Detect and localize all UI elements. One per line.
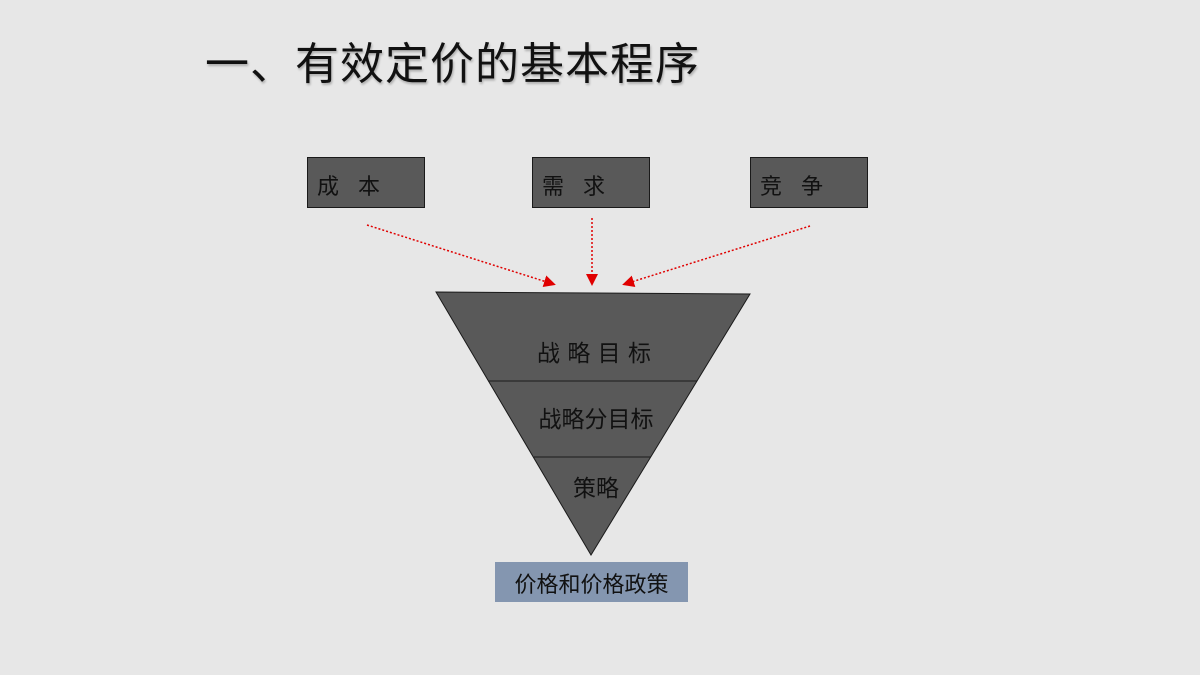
result-box: 价格和价格政策: [495, 562, 688, 602]
factor-cost-box: 成 本: [307, 157, 425, 208]
level-sub-goal: 战略分目标: [538, 407, 654, 433]
funnel-triangle: [435, 291, 751, 556]
page-title: 一、有效定价的基本程序: [205, 39, 700, 90]
level-strategy: 策略: [573, 476, 619, 502]
factor-demand-box: 需 求: [532, 157, 650, 208]
arrow-cost: [366, 224, 556, 287]
factor-competition-box: 竞 争: [750, 157, 868, 208]
arrow-competition: [622, 225, 811, 288]
level-strategic-goal: 战 略 目 标: [537, 341, 651, 367]
